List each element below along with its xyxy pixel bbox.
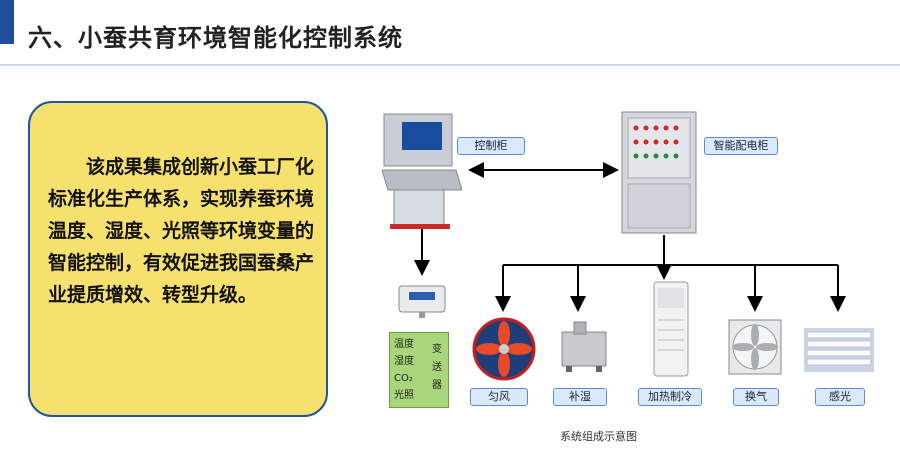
slide-title: 六、小蚕共育环境智能化控制系统 <box>28 24 403 52</box>
actuator-label-humidify: 补湿 <box>553 388 607 406</box>
exhaust-fan-image <box>727 318 783 376</box>
diagram-caption: 系统组成示意图 <box>560 430 637 443</box>
distribution-cabinet-label: 智能配电柜 <box>704 137 778 155</box>
transmitter-label: 变送器 <box>432 344 442 391</box>
description-box: 该成果集成创新小蚕工厂化标准化生产体系，实现养蚕环境温度、湿度、光照等环境变量的… <box>28 101 328 417</box>
sensor-variables-panel: 温度 湿度 CO₂ 光照 变送器 <box>389 332 449 408</box>
distribution-cabinet-image <box>620 110 698 235</box>
sensor-transmitter-image <box>397 282 447 318</box>
actuator-label-ventilation: 换气 <box>733 388 779 406</box>
sensor-humidity: 湿度 <box>394 356 414 367</box>
title-divider <box>0 64 900 66</box>
sensor-temperature: 温度 <box>394 339 414 350</box>
circulation-fan-image <box>470 316 538 382</box>
sensor-co2: CO₂ <box>394 373 413 384</box>
actuator-label-heating-cooling: 加热制冷 <box>638 388 702 406</box>
sensor-light: 光照 <box>394 390 414 401</box>
actuator-label-lighting: 感光 <box>815 388 865 406</box>
description-text: 该成果集成创新小蚕工厂化标准化生产体系，实现养蚕环境温度、湿度、光照等环境变量的… <box>48 156 315 306</box>
light-tubes-image <box>804 328 874 372</box>
control-console-image <box>381 112 463 230</box>
control-console-label: 控制柜 <box>457 137 525 155</box>
air-conditioner-image <box>652 280 690 378</box>
actuator-label-circulation: 匀风 <box>470 388 528 406</box>
title-accent-bar <box>0 0 14 44</box>
humidifier-image <box>556 318 612 374</box>
